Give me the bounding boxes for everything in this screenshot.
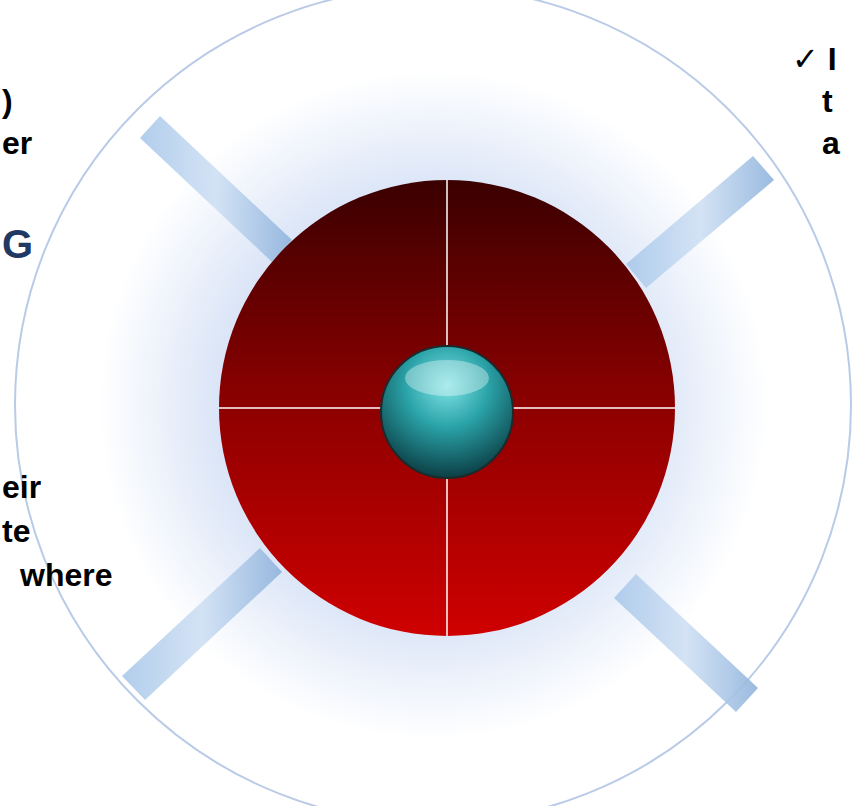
label-fragment: ✓ I	[792, 42, 837, 77]
label-fragment: eir	[2, 470, 41, 505]
label-fragment: a	[822, 126, 840, 161]
label-fragment: t	[822, 84, 833, 119]
label-fragment: er	[2, 126, 32, 161]
sphere-highlight	[405, 360, 489, 396]
center-sphere	[381, 346, 513, 478]
inner-red-circle	[219, 180, 675, 636]
label-fragment: where	[20, 558, 112, 593]
spoke-bars	[122, 116, 774, 712]
outer-ring	[15, 0, 851, 806]
label-fragment: te	[2, 514, 30, 549]
label-fragment: G	[2, 222, 33, 266]
label-fragment: )	[2, 84, 13, 119]
